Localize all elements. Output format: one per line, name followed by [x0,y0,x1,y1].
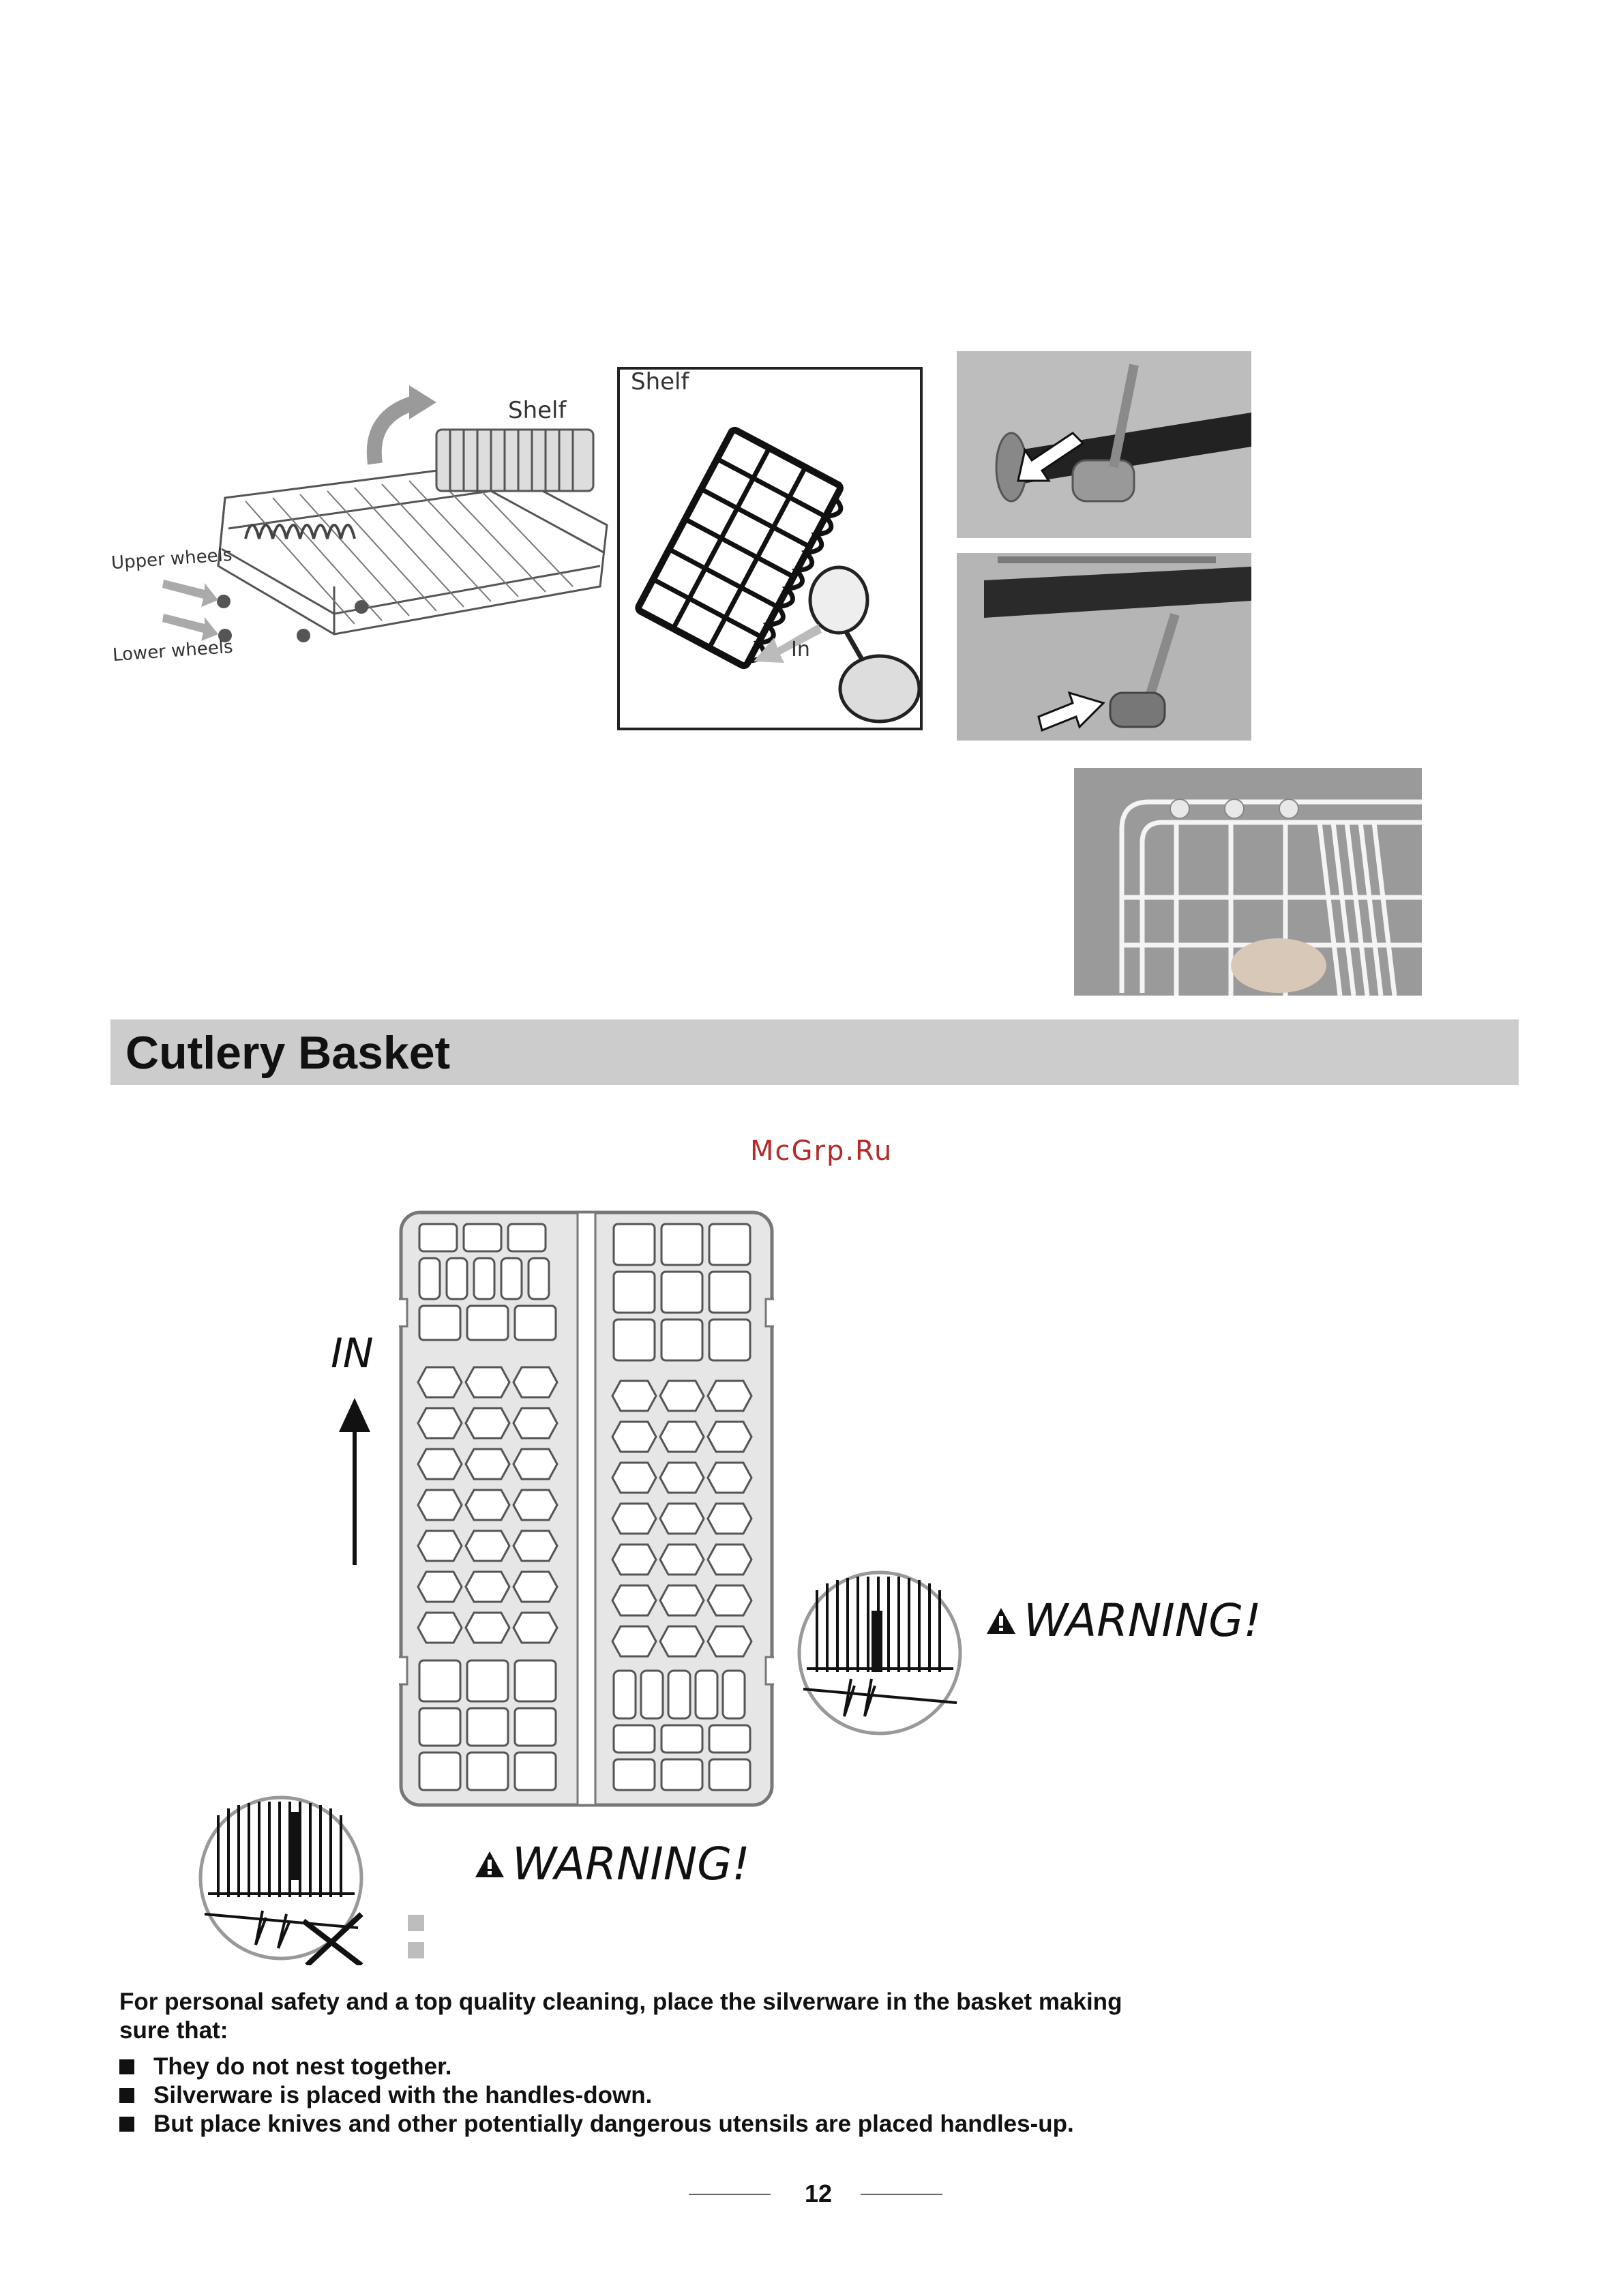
warning-left: WARNING! [474,1838,750,1890]
footer-rule-right [861,2194,942,2195]
shelf-box-label: Shelf [631,368,689,396]
shelf-in-label: In [791,638,810,661]
bullet-square-icon [119,2088,134,2103]
warning-right: WARNING! [985,1594,1262,1647]
warning-knife-circle-left [198,1795,363,1965]
gray-marker-2 [408,1942,424,1958]
list-item: They do not nest together. [119,2053,1074,2081]
section-title: Cutlery Basket [125,1027,451,1079]
warning-left-text: WARNING! [512,1838,750,1890]
warning-triangle-icon [475,1851,504,1877]
bullet-text: Silverware is placed with the handles-do… [153,2082,653,2108]
bullet-text: They do not nest together. [153,2053,452,2080]
list-item: But place knives and other potentially d… [119,2110,1074,2138]
wheel-photo-top [957,351,1251,538]
upper-rack-illustration [162,385,608,642]
basket-in-label: IN [331,1330,374,1377]
watermark: McGrp.Ru [750,1135,893,1167]
bullet-square-icon [119,2117,134,2132]
list-item: Silverware is placed with the handles-do… [119,2081,1074,2110]
shelf-detail-illustration [635,426,921,724]
section-header-bar: Cutlery Basket [110,1019,1519,1085]
warning-right-text: WARNING! [1024,1594,1262,1647]
rack-shelf-label: Shelf [508,397,567,424]
warning-triangle-icon [987,1607,1015,1634]
footer-rule-left [689,2194,771,2195]
bullet-square-icon [119,2059,134,2074]
bullet-text: But place knives and other potentially d… [153,2111,1074,2137]
in-arrow-icon [339,1398,370,1565]
instructions-intro: For personal safety and a top quality cl… [119,1988,1122,2044]
cutlery-basket-illustration [399,1210,774,1807]
shelf-detail-box [617,367,923,730]
page-number: 12 [805,2179,833,2207]
instructions-list: They do not nest together. Silverware is… [119,2053,1074,2138]
wheel-photo-bottom [957,553,1251,741]
gray-marker-1 [408,1915,424,1931]
rack-photo [1074,768,1422,996]
warning-knife-circle-right [797,1570,962,1735]
